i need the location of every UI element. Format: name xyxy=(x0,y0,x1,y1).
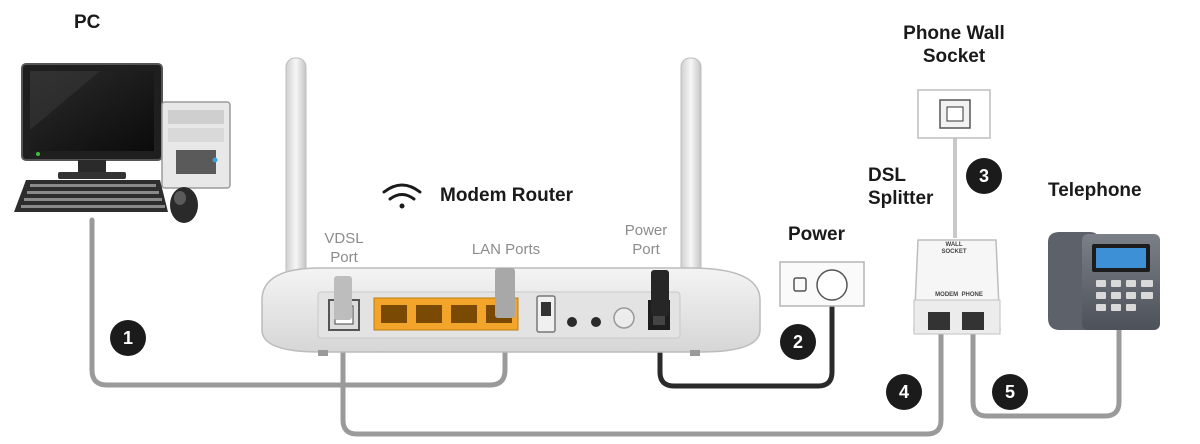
wifi-icon xyxy=(382,183,422,209)
vdsl-plug xyxy=(334,276,352,320)
power-port-label: Power Port xyxy=(624,222,668,258)
step-5-badge: 5 xyxy=(992,374,1028,410)
vdsl-port-label: VDSL Port xyxy=(324,230,364,266)
splitter-wall-socket-text: WALL SOCKET xyxy=(941,242,967,255)
telephone-label: Telephone xyxy=(1048,180,1142,201)
lan-ports-label: LAN Ports xyxy=(471,241,541,258)
cable-4-dsl xyxy=(340,315,944,437)
cable-1-ethernet xyxy=(89,217,508,388)
phone-wall-socket xyxy=(917,89,991,139)
step-2-badge: 2 xyxy=(780,324,816,360)
phone-wall-socket-label: Phone Wall Socket xyxy=(903,23,1005,67)
pc-label: PC xyxy=(74,12,101,33)
dsl-splitter-label: DSL Splitter xyxy=(868,165,934,209)
telephone-device xyxy=(1048,232,1160,330)
pc-device xyxy=(14,63,231,223)
power-outlet xyxy=(779,261,865,307)
lan-plug xyxy=(495,268,515,318)
power-label: Power xyxy=(788,224,846,245)
step-1-badge: 1 xyxy=(110,320,146,356)
step-4-badge: 4 xyxy=(886,374,922,410)
power-plug xyxy=(651,270,669,316)
step-3-badge: 3 xyxy=(966,158,1002,194)
cable-5-phone xyxy=(970,317,1122,419)
cable-2-power xyxy=(657,295,835,389)
splitter-modem-phone-text: MODEM PHONE xyxy=(935,292,983,298)
dsl-splitter-device xyxy=(913,239,1001,335)
modem-router-label: Modem Router xyxy=(440,185,573,206)
